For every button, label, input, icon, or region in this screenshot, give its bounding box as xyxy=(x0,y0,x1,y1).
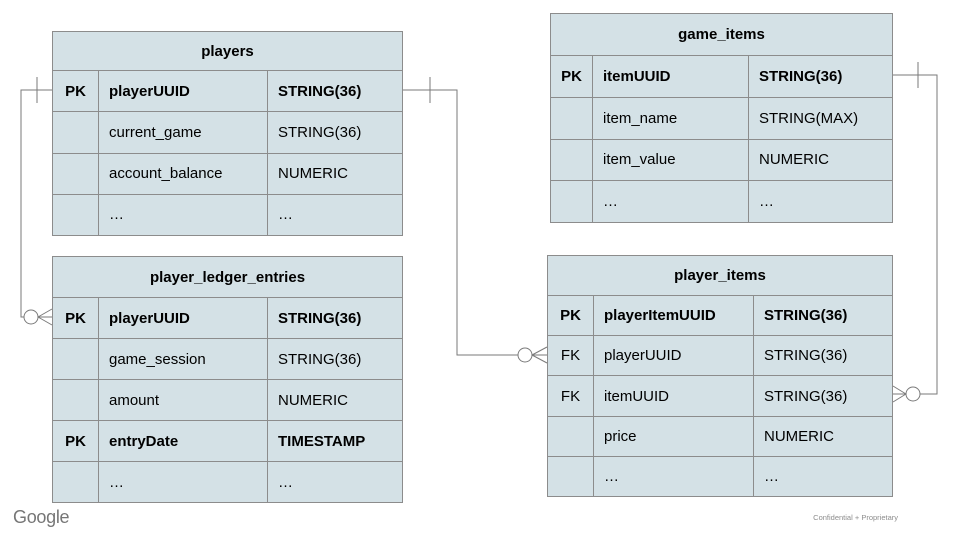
field-type-cell: STRING(36) xyxy=(278,350,362,368)
entity-table-player-ledger-entries: player_ledger_entries PK playerUUID STRI… xyxy=(52,256,403,503)
table-title: player_items xyxy=(548,256,892,296)
field-type-cell: STRING(36) xyxy=(278,309,362,327)
field-type-cell: STRING(36) xyxy=(764,387,848,405)
field-type-cell: NUMERIC xyxy=(764,427,834,445)
key-cell: PK xyxy=(53,421,99,461)
field-type-cell: … xyxy=(759,193,774,211)
field-name-cell: item_value xyxy=(593,139,749,181)
table-row: … … xyxy=(53,194,402,235)
entity-table-game-items: game_items PK itemUUID STRING(36) item_n… xyxy=(550,13,893,223)
field-name-cell: current_game xyxy=(99,112,268,153)
key-cell xyxy=(53,153,99,194)
field-name-cell: amount xyxy=(99,380,268,420)
entity-table-players: players PK playerUUID STRING(36) current… xyxy=(52,31,403,236)
field-type-cell: STRING(36) xyxy=(278,82,362,100)
field-name-cell: … xyxy=(593,181,749,222)
table-row: account_balance NUMERIC xyxy=(53,153,402,195)
field-name-cell: … xyxy=(594,456,754,497)
table-row: … … xyxy=(53,462,402,502)
field-name-cell: … xyxy=(99,194,268,235)
key-cell: FK xyxy=(548,376,594,416)
relationship-game-items-player-items xyxy=(892,62,938,403)
field-name-cell: account_balance xyxy=(99,153,268,194)
key-cell: PK xyxy=(53,298,99,338)
key-cell xyxy=(548,456,594,497)
google-logo: Google xyxy=(13,507,70,527)
crows-foot-icon xyxy=(37,308,53,326)
table-row: FK itemUUID STRING(36) xyxy=(548,376,892,417)
field-type-cell: NUMERIC xyxy=(759,151,829,169)
key-cell xyxy=(551,97,593,139)
table-row: game_session STRING(36) xyxy=(53,339,402,380)
field-type-cell: STRING(MAX) xyxy=(759,109,859,127)
key-cell xyxy=(548,416,594,456)
crows-foot-icon xyxy=(892,385,907,403)
table-row: PK playerUUID STRING(36) xyxy=(53,71,402,113)
table-title: players xyxy=(53,32,402,71)
table-row: FK playerUUID STRING(36) xyxy=(548,336,892,377)
table-row: price NUMERIC xyxy=(548,416,892,457)
key-cell: PK xyxy=(53,71,99,112)
relationship-players-player-items xyxy=(403,77,548,364)
field-name-cell: … xyxy=(99,462,268,502)
table-row: PK itemUUID STRING(36) xyxy=(551,56,892,98)
field-type-cell: … xyxy=(278,473,293,491)
field-type-cell: … xyxy=(278,206,293,224)
key-cell xyxy=(53,462,99,502)
field-name-cell: itemUUID xyxy=(593,56,749,97)
table-row: PK playerItemUUID STRING(36) xyxy=(548,296,892,337)
table-row: PK playerUUID STRING(36) xyxy=(53,298,402,339)
table-row: item_name STRING(MAX) xyxy=(551,97,892,140)
field-type-cell: NUMERIC xyxy=(278,165,348,183)
key-cell: FK xyxy=(548,336,594,376)
field-type-cell: STRING(36) xyxy=(764,307,848,325)
key-cell xyxy=(551,139,593,181)
table-row: PK entryDate TIMESTAMP xyxy=(53,421,402,462)
zero-circle-icon xyxy=(23,309,39,325)
field-name-cell: itemUUID xyxy=(594,376,754,416)
table-title: player_ledger_entries xyxy=(53,257,402,298)
table-title: game_items xyxy=(551,14,892,56)
field-name-cell: playerItemUUID xyxy=(594,296,754,336)
field-name-cell: item_name xyxy=(593,97,749,139)
zero-circle-icon xyxy=(517,347,533,363)
table-row: item_value NUMERIC xyxy=(551,139,892,182)
zero-circle-icon xyxy=(905,386,921,402)
field-type-cell: NUMERIC xyxy=(278,391,348,409)
table-row: amount NUMERIC xyxy=(53,380,402,421)
key-cell xyxy=(53,194,99,235)
key-cell xyxy=(53,339,99,379)
field-name-cell: entryDate xyxy=(99,421,268,461)
relationship-players-ledger xyxy=(20,77,53,326)
field-type-cell: STRING(36) xyxy=(764,347,848,365)
key-cell xyxy=(53,112,99,153)
field-type-cell: … xyxy=(764,467,779,485)
entity-table-player-items: player_items PK playerItemUUID STRING(36… xyxy=(547,255,893,497)
crows-foot-icon xyxy=(531,346,548,364)
field-name-cell: playerUUID xyxy=(594,336,754,376)
key-cell xyxy=(551,181,593,222)
field-name-cell: playerUUID xyxy=(99,71,268,112)
field-type-cell: TIMESTAMP xyxy=(278,432,366,450)
key-cell: PK xyxy=(548,296,594,336)
key-cell xyxy=(53,380,99,420)
field-name-cell: price xyxy=(594,416,754,456)
footer-confidential-label: Confidential + Proprietary xyxy=(813,513,898,522)
table-row: … … xyxy=(551,181,892,222)
field-name-cell: game_session xyxy=(99,339,268,379)
table-row: … … xyxy=(548,456,892,497)
field-type-cell: STRING(36) xyxy=(759,67,843,85)
field-name-cell: playerUUID xyxy=(99,298,268,338)
table-row: current_game STRING(36) xyxy=(53,112,402,154)
key-cell: PK xyxy=(551,56,593,97)
field-type-cell: STRING(36) xyxy=(278,123,362,141)
